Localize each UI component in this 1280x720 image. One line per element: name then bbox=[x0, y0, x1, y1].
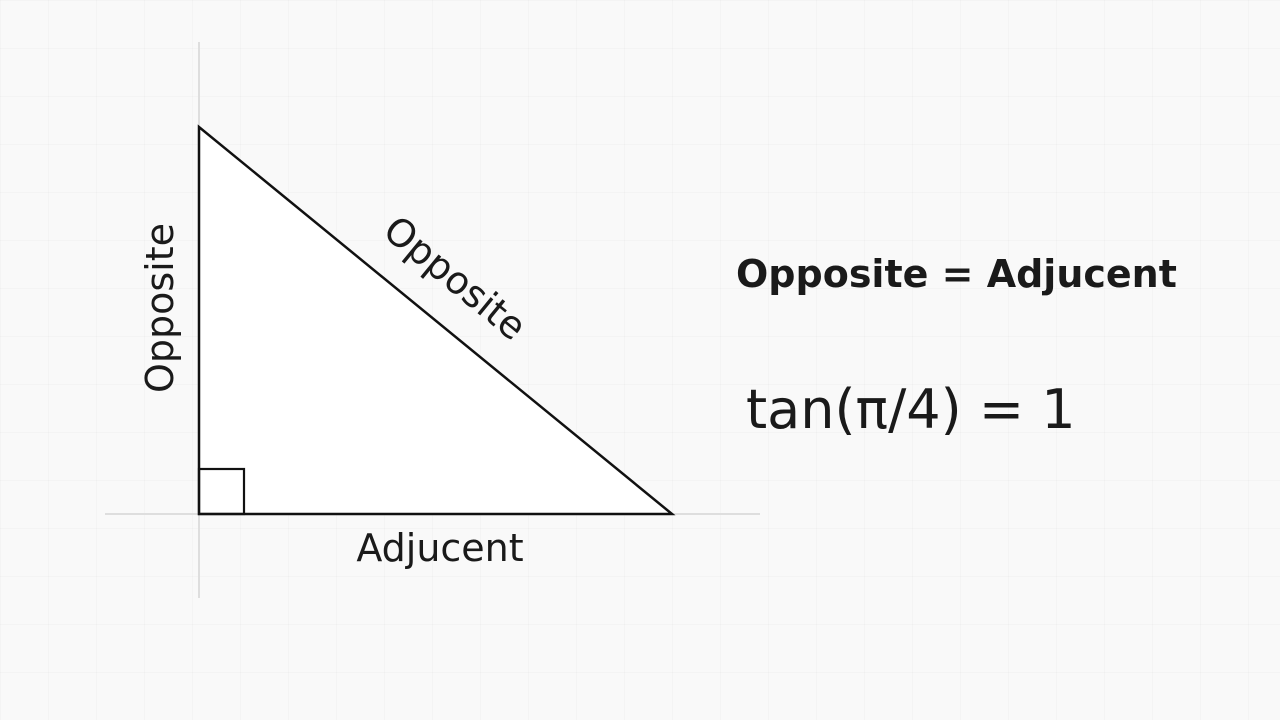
right-triangle bbox=[197, 124, 676, 516]
tangent-formula: tan(π/4) = 1 bbox=[746, 378, 1076, 441]
vertical-side-label: Opposite bbox=[138, 222, 182, 394]
horizontal-side-label: Adjucent bbox=[356, 526, 524, 570]
right-angle-marker bbox=[197, 467, 246, 516]
relation-equation: Opposite = Adjucent bbox=[736, 252, 1177, 296]
